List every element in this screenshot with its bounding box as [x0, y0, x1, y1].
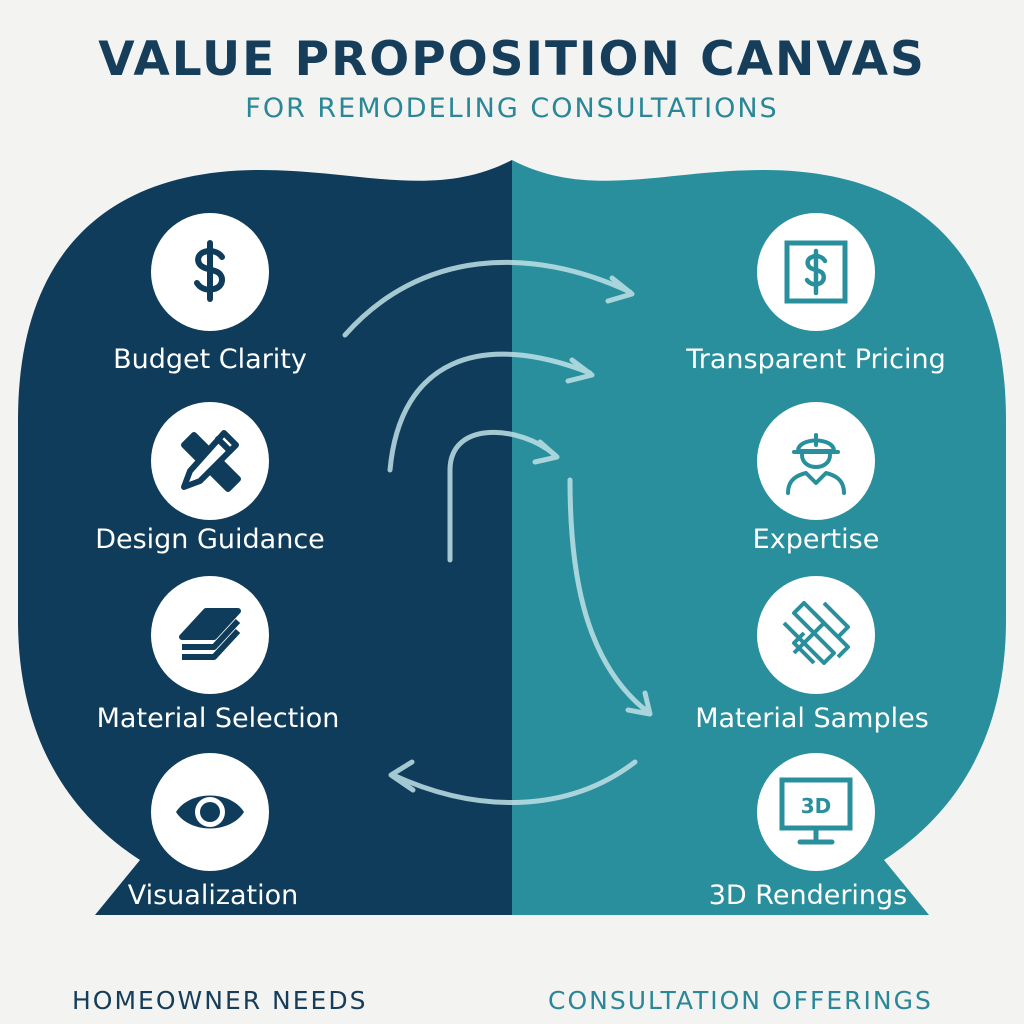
- design-guidance-icon-circle: [151, 402, 269, 520]
- flow-arrows: [342, 259, 653, 805]
- expertise-icon-circle: [757, 402, 875, 520]
- needs-label-budget-clarity: Budget Clarity: [113, 344, 307, 375]
- flow-arrow-2: [387, 351, 593, 473]
- offerings-label-3d-renderings: 3D Renderings: [708, 880, 908, 911]
- needs-label-design-guidance: Design Guidance: [95, 524, 325, 555]
- offerings-footer-label: CONSULTATION OFFERINGS: [548, 986, 933, 1015]
- offerings-panel: [512, 160, 1006, 915]
- flow-arrow-5: [390, 759, 638, 805]
- 3d-renderings-icon-circle: 3D: [757, 753, 875, 871]
- page-title: VALUE PROPOSITION CANVAS: [98, 32, 926, 87]
- eye-icon: [176, 795, 244, 829]
- flow-arrow-5-head: [388, 759, 416, 793]
- budget-clarity-icon-circle: [151, 213, 269, 331]
- offerings-label-material-samples: Material Samples: [695, 703, 929, 734]
- needs-label-visualization: Visualization: [127, 880, 299, 911]
- needs-footer-label: HOMEOWNER NEEDS: [72, 986, 368, 1015]
- offerings-label-transparent-pricing: Transparent Pricing: [686, 344, 946, 375]
- flow-arrow-1-head: [605, 275, 635, 304]
- flow-arrow-1: [342, 259, 633, 338]
- needs-label-material-selection: Material Selection: [96, 703, 340, 734]
- flow-arrow-3-head: [532, 439, 560, 465]
- offerings-label-expertise: Expertise: [752, 524, 880, 555]
- monitor-3d-text: 3D: [801, 794, 832, 818]
- needs-panel: [18, 160, 512, 915]
- transparent-pricing-icon-circle: [757, 213, 875, 331]
- flow-arrow-4: [567, 477, 651, 715]
- material-layers-icon: [179, 608, 241, 660]
- flow-arrow-2-head: [565, 357, 595, 384]
- tile-grid-icon: [782, 601, 850, 665]
- flow-arrow-4-head: [625, 690, 653, 717]
- pencil-ruler-icon: [181, 430, 241, 492]
- monitor-3d-icon: 3D: [779, 777, 853, 845]
- material-samples-icon-circle: [757, 576, 875, 694]
- hardhat-worker-icon: [786, 433, 846, 495]
- page-subtitle: FOR REMODELING CONSULTATIONS: [245, 93, 779, 124]
- visualization-icon-circle: [151, 753, 269, 871]
- dollar-icon: [194, 240, 225, 302]
- dollar-box-icon: [784, 240, 848, 304]
- material-selection-icon-circle: [151, 576, 269, 694]
